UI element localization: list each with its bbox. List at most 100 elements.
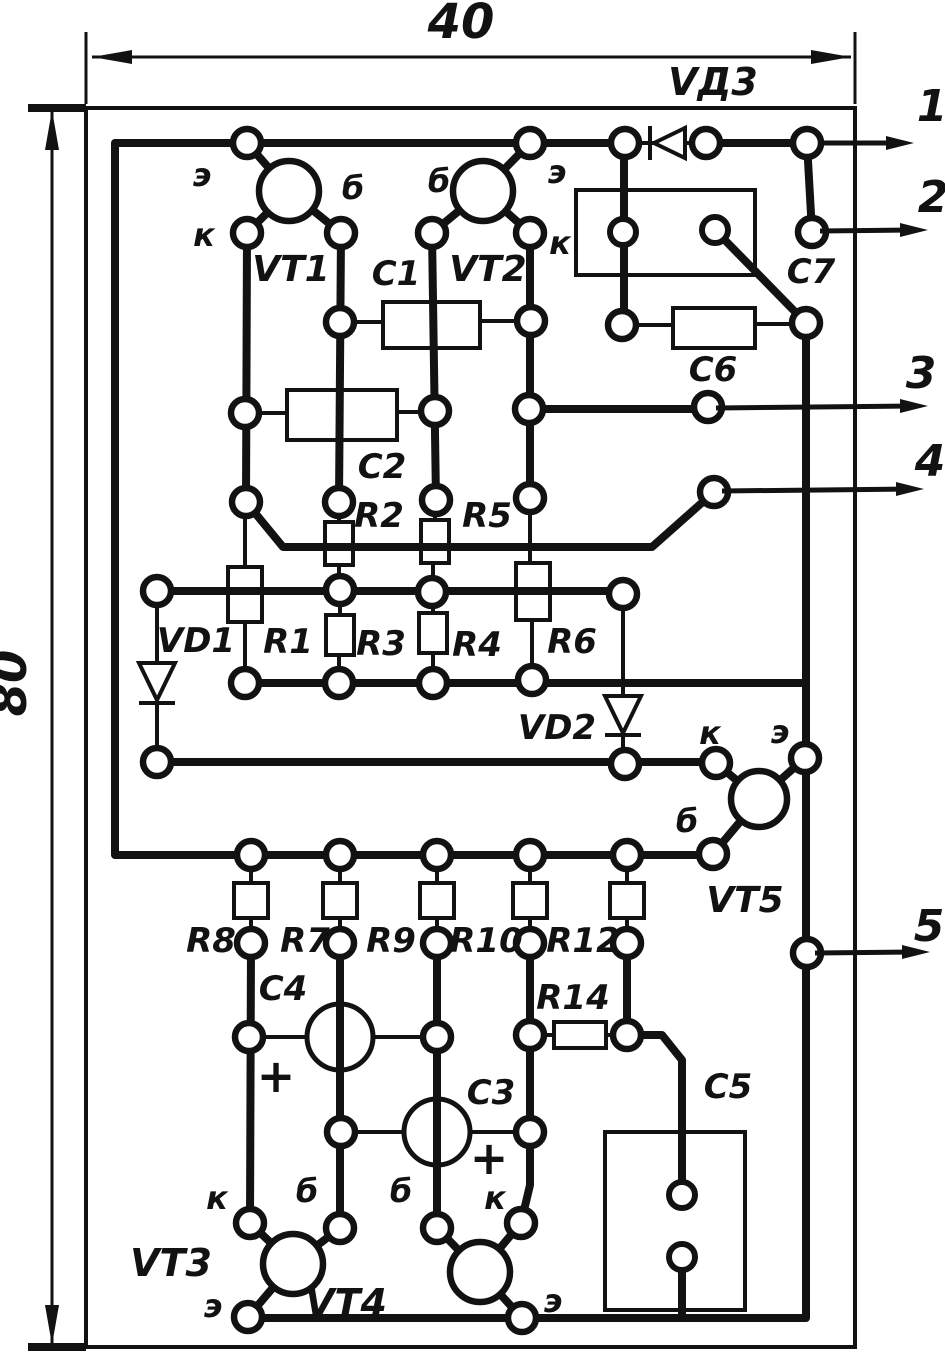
label-c4: C4 — [259, 969, 308, 1009]
pad-r12-rail — [609, 837, 645, 873]
trace-column-c — [428, 232, 440, 501]
label-vt4: VT4 — [305, 1281, 387, 1325]
pad-r5-bottom — [414, 574, 450, 610]
label-pin-k-vt3: к — [206, 1179, 229, 1217]
out5-arrow-icon — [902, 945, 930, 959]
vd2-diode-icon — [601, 694, 645, 738]
r4-body — [417, 611, 449, 655]
label-r10: R10 — [449, 921, 523, 961]
board-outline — [84, 106, 857, 1349]
vt5-body — [727, 767, 791, 831]
label-r12: R12 — [546, 921, 620, 961]
pad-c7-top — [789, 125, 825, 161]
c5-body — [603, 1130, 747, 1312]
pad-vd3-left — [607, 125, 643, 161]
out4-line — [721, 486, 909, 494]
pad-vd2-top — [605, 576, 641, 612]
vt2-body — [449, 157, 517, 225]
r9-body — [418, 881, 456, 920]
label-pin-b-vt2: б — [428, 162, 450, 200]
r10-body — [511, 881, 549, 920]
pad-k-vt4 — [503, 1205, 539, 1241]
pad-r5-top — [418, 482, 454, 518]
pad-r8-bottom — [233, 925, 269, 961]
label-vd3: VД3 — [668, 60, 758, 104]
pad-r2-top — [321, 484, 357, 520]
pad-c6-right — [788, 305, 824, 341]
r12-body — [608, 881, 646, 920]
label-vt3: VT3 — [130, 1241, 212, 1285]
label-pin-k-vt1: к — [193, 216, 216, 254]
vd3-diode-icon — [649, 124, 687, 162]
label-out2: 2 — [918, 172, 945, 223]
pad-b-vt2 — [414, 215, 450, 251]
c6-body — [671, 306, 757, 350]
pad-c2-right — [417, 393, 453, 429]
pad-c1-left — [322, 304, 358, 340]
label-c5: C5 — [704, 1067, 753, 1107]
pad-c4-left — [231, 1019, 267, 1055]
label-out1: 1 — [917, 81, 945, 132]
vt1-body — [255, 157, 323, 225]
pad-c5-bottom — [666, 1241, 698, 1273]
pad-r8-rail — [233, 837, 269, 873]
label-r9: R9 — [366, 921, 416, 961]
trace-column-a — [242, 232, 251, 503]
label-pin-b-vt1: б — [342, 169, 364, 207]
trace-column-b — [335, 232, 345, 503]
label-pin-k-vt2: к — [549, 224, 572, 262]
dim-arrow-up-icon — [45, 110, 59, 150]
pad-module-right — [699, 214, 731, 246]
pad-e-vt5 — [787, 740, 823, 776]
label-c2: C2 — [358, 447, 407, 487]
r8-body — [232, 881, 270, 920]
label-vt5: VT5 — [706, 880, 783, 921]
pad-c6-left — [604, 307, 640, 343]
dim-arrow-right-icon — [811, 50, 851, 64]
label-r2: R2 — [354, 496, 404, 536]
label-r4: R4 — [452, 625, 502, 665]
pad-r10-rail — [512, 837, 548, 873]
pad-k-vt3 — [232, 1205, 268, 1241]
pad-c1-right — [513, 303, 549, 339]
label-r14: R14 — [536, 978, 610, 1018]
pad-k-vt1 — [229, 215, 265, 251]
label-out5: 5 — [914, 901, 945, 952]
label-r6: R6 — [547, 622, 597, 662]
dim-width-label: 40 — [427, 0, 495, 50]
trace-output4 — [242, 489, 717, 551]
component-outlines — [135, 124, 792, 1312]
label-out3: 3 — [906, 348, 937, 399]
label-r3: R3 — [356, 624, 406, 664]
pad-r6-top — [512, 480, 548, 516]
pad-r6-bottom — [514, 662, 550, 698]
output-arrows — [715, 136, 930, 959]
trace-top-left-loop — [111, 139, 713, 859]
pad-r7-rail — [322, 837, 358, 873]
r14-body — [552, 1020, 608, 1050]
pad-k-vt5 — [698, 745, 734, 781]
pad-r9-bottom — [419, 925, 455, 961]
label-pin-k-vt5: к — [699, 714, 722, 752]
trace-col-r10 — [517, 943, 534, 1224]
text-labels: 1 2 3 4 5 VД3 VD1 VD2 VT1 VT2 VT3 VT4 VT… — [130, 60, 945, 1325]
dimension-annotations: 40 80 — [0, 0, 857, 1351]
pad-r2-bottom — [322, 572, 358, 608]
out4-arrow-icon — [896, 482, 924, 496]
out2-arrow-icon — [900, 223, 928, 237]
pad-c3-right — [512, 1114, 548, 1150]
pad-e-vt4 — [504, 1300, 540, 1336]
pad-vd1-top — [139, 573, 175, 609]
round-bodies — [255, 157, 791, 1306]
pad-e-vt2 — [512, 125, 548, 161]
out2-line — [819, 227, 913, 234]
pad-r12-bottom — [609, 925, 645, 961]
pad-vd1-bottom — [139, 744, 175, 780]
pad-vd3-right — [688, 125, 724, 161]
label-r1: R1 — [263, 622, 313, 662]
label-vt2: VT2 — [449, 249, 526, 290]
label-pin-e-vt2: э — [548, 153, 567, 191]
label-c3: C3 — [467, 1073, 516, 1113]
pad-c4-right — [419, 1019, 455, 1055]
